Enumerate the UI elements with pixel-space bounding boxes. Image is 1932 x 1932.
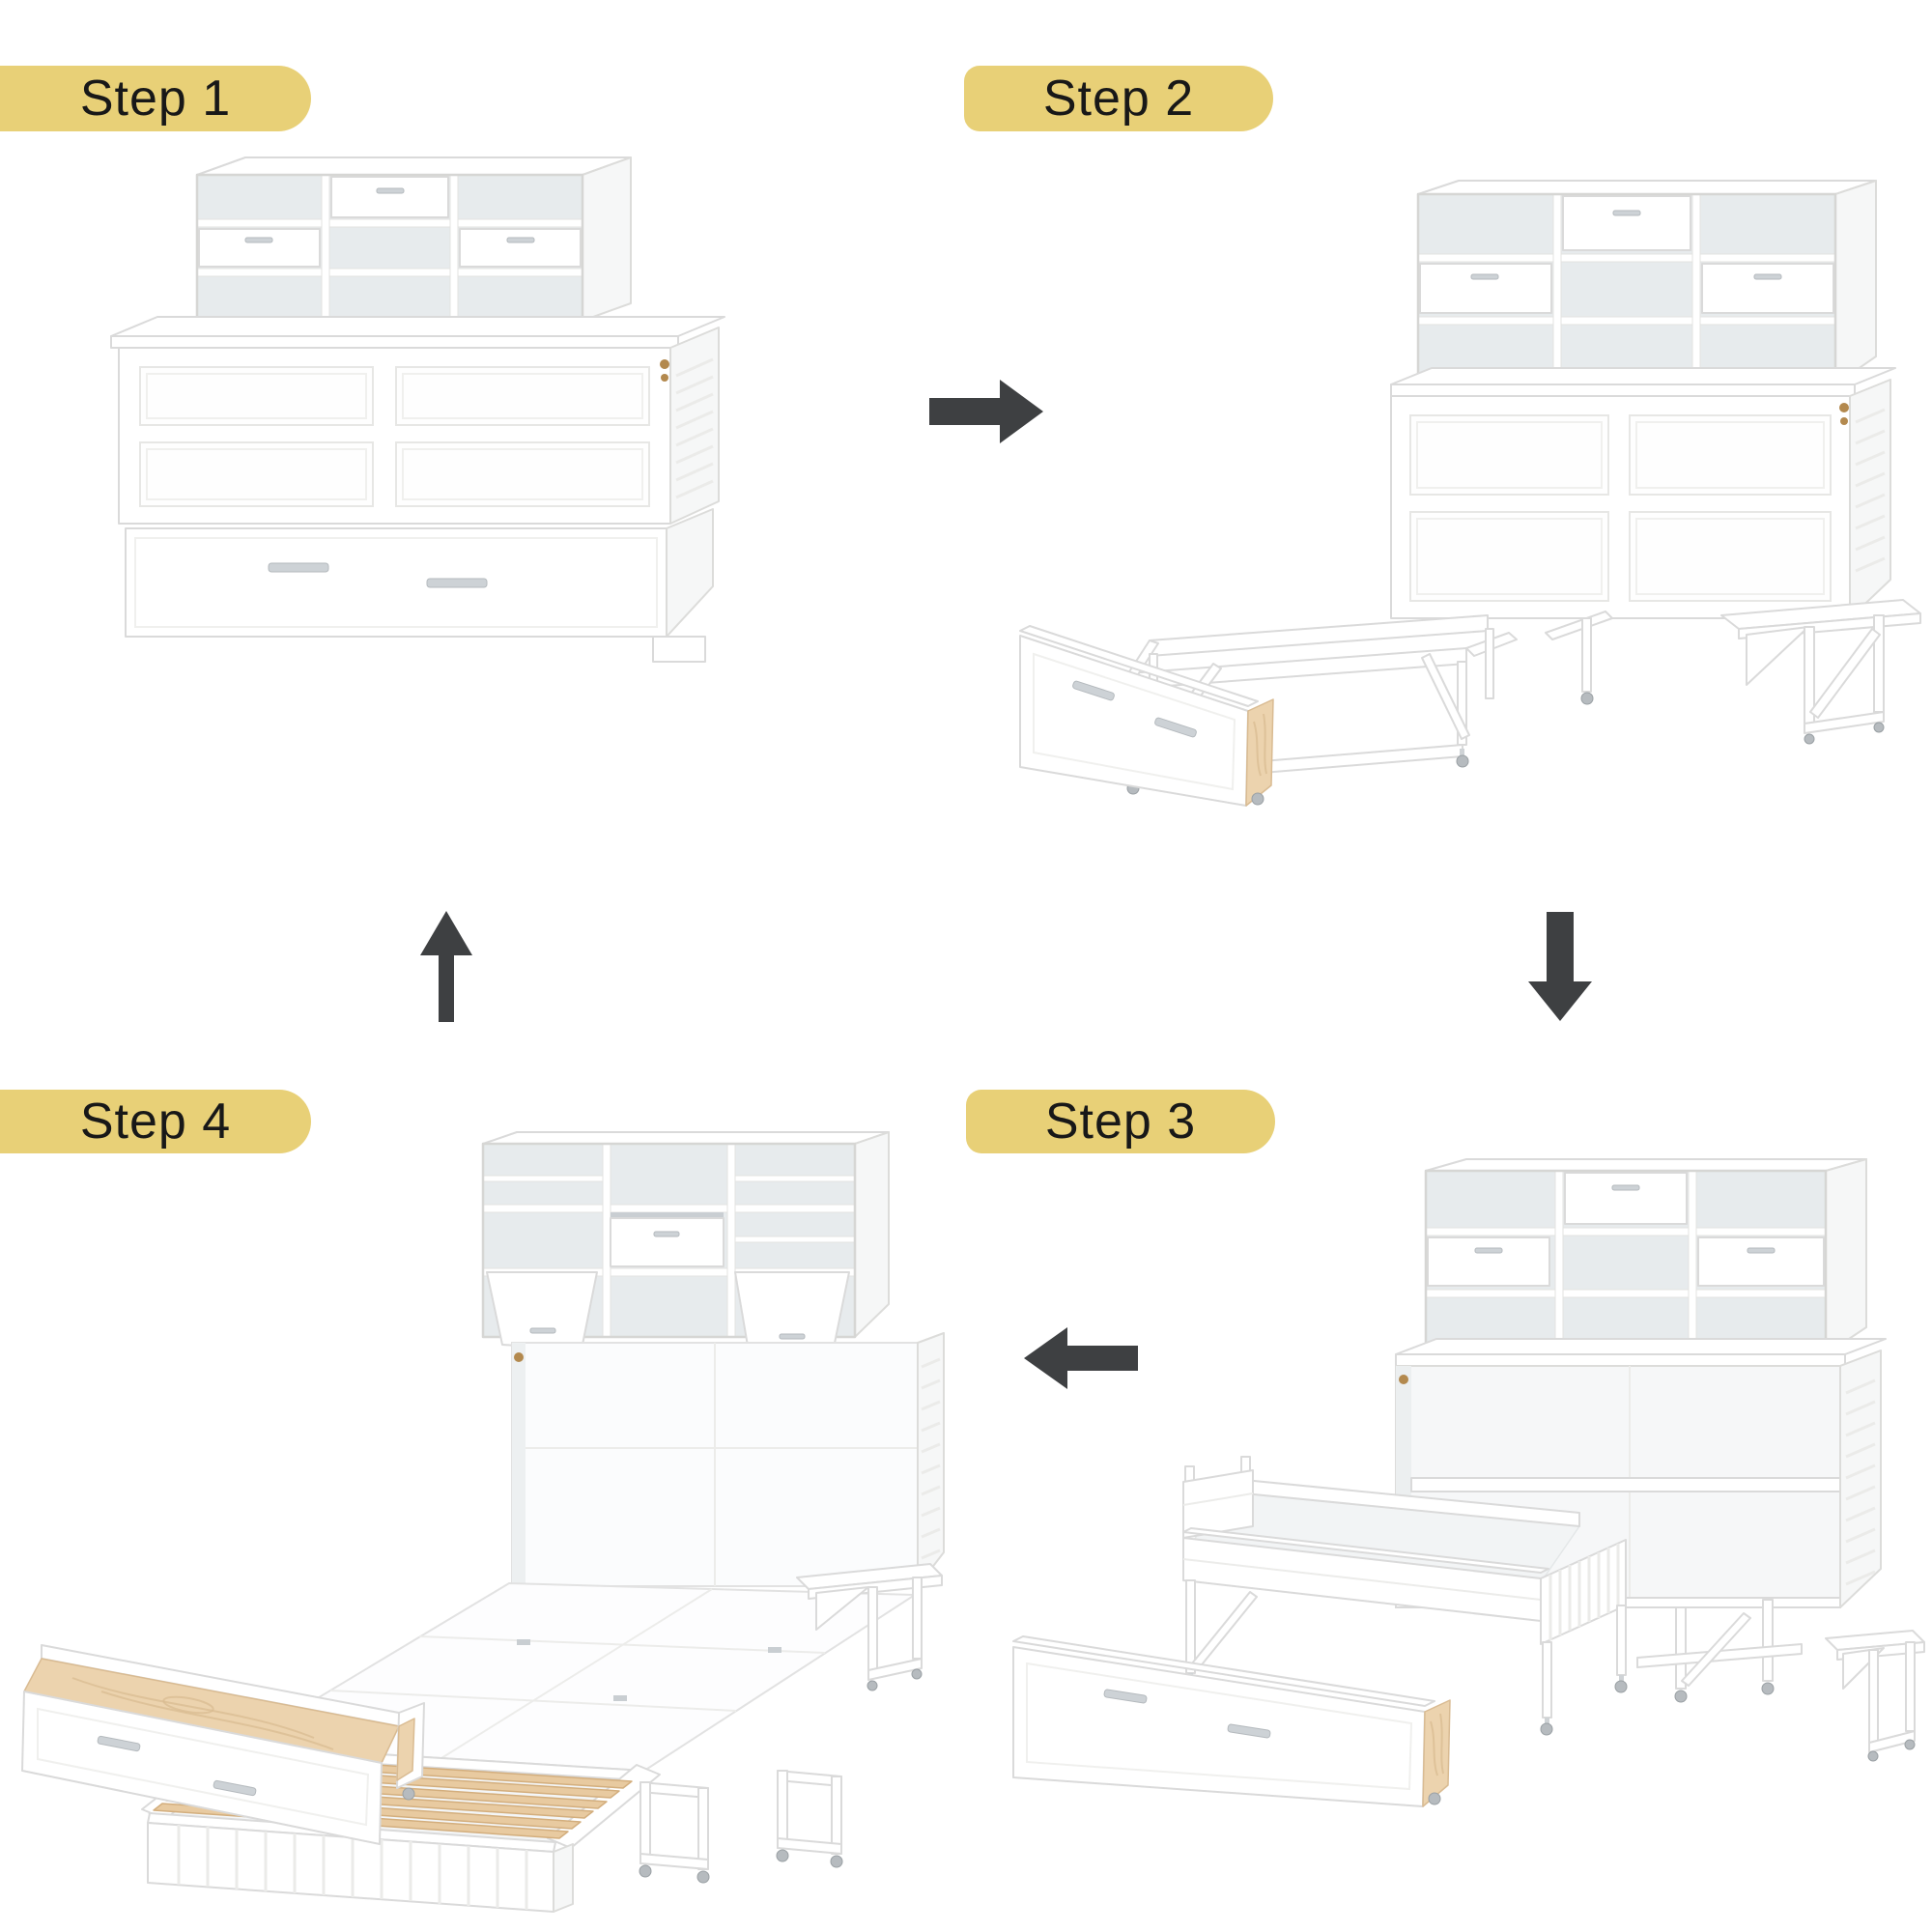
step-4-illustration [21,1131,945,1913]
step1-storage-drawer [125,508,714,663]
step4-open-cabinet [511,1332,945,1587]
step-3-badge: Step 3 [966,1090,1275,1153]
step-3-illustration [1012,1158,1925,1807]
step-4-badge: Step 4 [0,1090,311,1153]
step-1-illustration [110,156,725,663]
step2-side-shelf [1720,599,1921,745]
step4-platform-legs [639,1770,843,1884]
step3-removed-drawer [1012,1635,1451,1807]
step-2-illustration [1019,180,1921,807]
arrow-left-icon [1024,1327,1138,1389]
arrow-right-icon [929,380,1043,443]
step2-counter-top [1390,367,1896,397]
step4-hutch [481,1131,890,1358]
step2-removed-drawer [1019,625,1274,807]
step1-hutch [195,156,632,323]
step3-counter-top [1395,1338,1887,1367]
step1-counter-top [110,316,725,349]
step-1-badge: Step 1 [0,66,311,131]
arrow-down-icon [1528,912,1592,1021]
arrow-up-icon [420,911,472,1022]
step3-side-shelf [1825,1630,1925,1762]
step-2-badge: Step 2 [964,66,1273,131]
step2-cabinet [1390,379,1891,619]
step1-cabinet [118,327,720,525]
step3-hutch [1424,1158,1867,1356]
step4-side-shelf [796,1563,943,1691]
step3-bed-rail-frame [1182,1456,1628,1736]
step4-open-drawer [21,1644,425,1845]
step2-hutch [1416,180,1877,386]
step3-folded-legs [1636,1599,1803,1703]
